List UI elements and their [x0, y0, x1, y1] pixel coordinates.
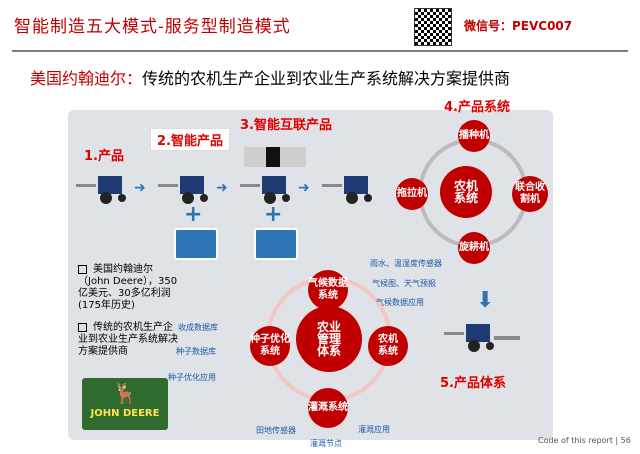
subtitle-desc: 传统的农机生产企业到农业生产系统解决方案提供商 — [142, 69, 511, 88]
device-icon — [266, 147, 280, 167]
label-seed-app: 种子优化应用 — [168, 373, 216, 382]
tractor-node: 拖拉机 — [396, 178, 428, 210]
seed-system-node: 种子优化系统 — [250, 326, 290, 366]
deer-icon: 🦌 — [112, 381, 138, 405]
stage-4-label: 4.产品系统 — [444, 100, 510, 115]
tractor-icon — [76, 176, 126, 204]
plus-icon: + — [184, 202, 203, 227]
svg-text:➜: ➜ — [216, 180, 228, 196]
page-title: 智能制造五大模式-服务型制造模式 — [14, 17, 291, 37]
seeder-node: 播种机 — [458, 120, 490, 152]
stage-1-label: 1.产品 — [84, 149, 124, 164]
label-irrigation-node: 灌溉节点 — [310, 439, 342, 448]
slide-subtitle: 美国约翰迪尔：传统的农机生产企业到农业生产系统解决方案提供商 — [30, 65, 510, 89]
ecosystem-center: 农业 管理 体系 — [296, 306, 362, 372]
down-arrow-icon: ⬇ — [476, 288, 495, 313]
svg-text:➜: ➜ — [298, 180, 310, 196]
irrigation-system-node: 灌溉系统 — [308, 388, 348, 428]
wechat-id: 微信号：PEVC007 — [464, 19, 573, 33]
tractor-row: ➜ ➜ ➜ — [76, 176, 372, 204]
tractor-icon — [444, 324, 520, 352]
label-field-sensor: 田地传感器 — [256, 426, 296, 435]
combine-node: 联合收割机 — [512, 176, 548, 212]
bullet-transformation: 传统的农机生产企业到农业生产系统解决方案提供商 — [78, 322, 178, 358]
label-weather-map: 气候图、天气预报 — [372, 279, 436, 288]
bullet-text: 传统的农机生产企业到农业生产系统解决方案提供商 — [78, 322, 178, 357]
label-irrigation-app: 灌溉应用 — [358, 425, 390, 434]
stage-2-label: 2.智能产品 — [150, 128, 230, 151]
tractor-icon — [240, 176, 290, 204]
tractor-icon — [158, 176, 208, 204]
data-chart-icon — [174, 228, 218, 260]
qr-code-icon — [414, 8, 452, 46]
plus-icon: + — [264, 202, 283, 227]
machine-system-center: 农机 系统 — [440, 166, 492, 218]
label-harvest-db: 收成数据库 — [178, 323, 218, 332]
label-weather-sensor: 雨水、温湿度传感器 — [370, 259, 442, 268]
logo-text: JOHN DEERE — [90, 408, 160, 419]
bullet-text: 美国约翰迪尔（John Deere），350亿美元、30多亿利润(175年历史) — [78, 264, 178, 311]
stage-3-label: 3.智能互联产品 — [240, 118, 332, 133]
john-deere-logo: 🦌 JOHN DEERE — [82, 378, 168, 430]
subtitle-company: 美国约翰迪尔： — [30, 69, 143, 88]
svg-text:➜: ➜ — [134, 180, 146, 196]
bullet-icon — [78, 264, 87, 274]
label-seed-db: 种子数据库 — [176, 347, 216, 356]
header-divider — [12, 50, 628, 52]
data-chart-icon — [254, 228, 298, 260]
footer-page: Code of this report | 56 — [538, 436, 631, 445]
bullet-company-info: 美国约翰迪尔（John Deere），350亿美元、30多亿利润(175年历史) — [78, 264, 178, 312]
weather-system-node: 气候数据系统 — [308, 270, 348, 310]
stage-5-label: 5.产品体系 — [440, 376, 506, 391]
machine-system-node: 农机 系统 — [368, 326, 408, 366]
label-weather-app: 气候数据应用 — [376, 298, 424, 307]
bullet-icon — [78, 322, 87, 332]
rotary-tiller-node: 旋耕机 — [458, 232, 490, 264]
tractor-icon — [322, 176, 372, 204]
